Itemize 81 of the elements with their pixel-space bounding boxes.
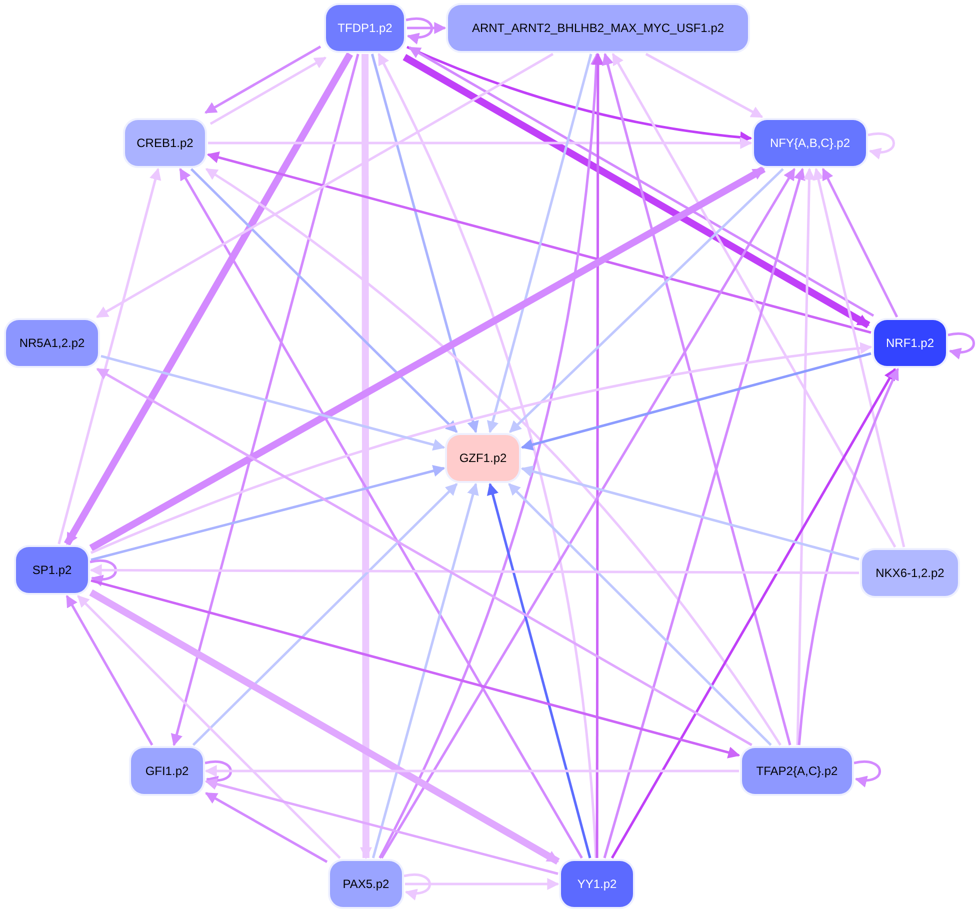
arrow <box>58 168 162 544</box>
arrow <box>179 168 583 859</box>
arrow <box>170 54 360 746</box>
arrow <box>90 342 872 554</box>
arrow <box>90 579 740 758</box>
arrow <box>204 46 322 114</box>
gene-node <box>330 861 402 907</box>
gene-node <box>742 748 852 794</box>
arrow <box>77 595 341 859</box>
arrow <box>204 765 739 777</box>
arrow <box>90 564 859 576</box>
arrow <box>796 168 816 746</box>
arrow <box>592 52 604 858</box>
arrow <box>520 466 860 560</box>
gene-node <box>131 748 203 794</box>
arrow <box>96 52 554 318</box>
arrow <box>798 368 899 746</box>
node-label: PAX5.p2 <box>342 877 390 891</box>
arrow <box>822 168 898 318</box>
node-label: NRF1.p2 <box>886 336 934 350</box>
node-label: NFY{A,B,C}.p2 <box>770 136 850 150</box>
arrow <box>205 168 782 746</box>
node-label: GFI1.p2 <box>145 764 189 778</box>
arrow <box>90 465 446 562</box>
arrow <box>372 482 479 858</box>
node-label: GZF1.p2 <box>459 451 507 465</box>
node-label: TFDP1.p2 <box>338 21 392 35</box>
arrow <box>204 778 558 875</box>
arrow <box>854 760 881 787</box>
arrow <box>210 56 327 125</box>
arrow <box>90 560 117 586</box>
node-label: YY1.p2 <box>577 877 617 891</box>
gene-node <box>326 5 404 51</box>
arrow <box>204 760 232 787</box>
node-label: NR5A1,2.p2 <box>19 336 85 350</box>
arrow <box>509 168 784 433</box>
gene-node <box>862 550 958 596</box>
arrow <box>370 54 479 434</box>
arrow <box>508 483 772 746</box>
arrow <box>406 46 752 144</box>
arrow <box>610 368 896 859</box>
arrow <box>812 168 906 548</box>
gene-node <box>754 120 866 166</box>
arrow <box>204 792 328 863</box>
arrow <box>208 137 752 149</box>
arrow <box>190 168 458 433</box>
arrow <box>520 352 872 450</box>
gene-node <box>447 435 519 481</box>
arrow <box>486 54 592 434</box>
gene-node <box>561 861 633 907</box>
arrow <box>406 18 433 44</box>
node-label: NKX6-1,2.p2 <box>876 566 944 580</box>
arrow <box>404 874 431 900</box>
arrow <box>407 22 446 34</box>
arrow <box>612 52 896 548</box>
arrow <box>206 152 872 334</box>
arrow <box>89 166 766 552</box>
arrow <box>645 52 764 118</box>
arrow <box>486 482 592 858</box>
node-label: TFAP2{A,C}.p2 <box>756 764 838 778</box>
gene-node <box>448 5 748 51</box>
arrow <box>64 52 354 546</box>
arrow <box>602 52 792 746</box>
gene-node <box>874 320 946 366</box>
arrow <box>89 589 560 865</box>
arrow <box>100 354 446 451</box>
node-label: ARNT_ARNT2_BHLHB2_MAX_MYC_USF1.p2 <box>472 21 724 35</box>
node-label: SP1.p2 <box>32 563 72 577</box>
arrow <box>868 132 895 159</box>
arrow <box>66 594 154 746</box>
arrow <box>192 483 458 746</box>
arrow <box>405 878 560 890</box>
arrow <box>380 168 796 859</box>
gene-node <box>6 320 98 366</box>
gene-node <box>16 547 88 593</box>
gene-node <box>125 120 205 166</box>
arrow <box>948 332 975 359</box>
arrow <box>96 368 752 746</box>
arrow <box>360 54 372 860</box>
node-label: CREB1.p2 <box>136 136 194 150</box>
arrow <box>603 168 806 858</box>
